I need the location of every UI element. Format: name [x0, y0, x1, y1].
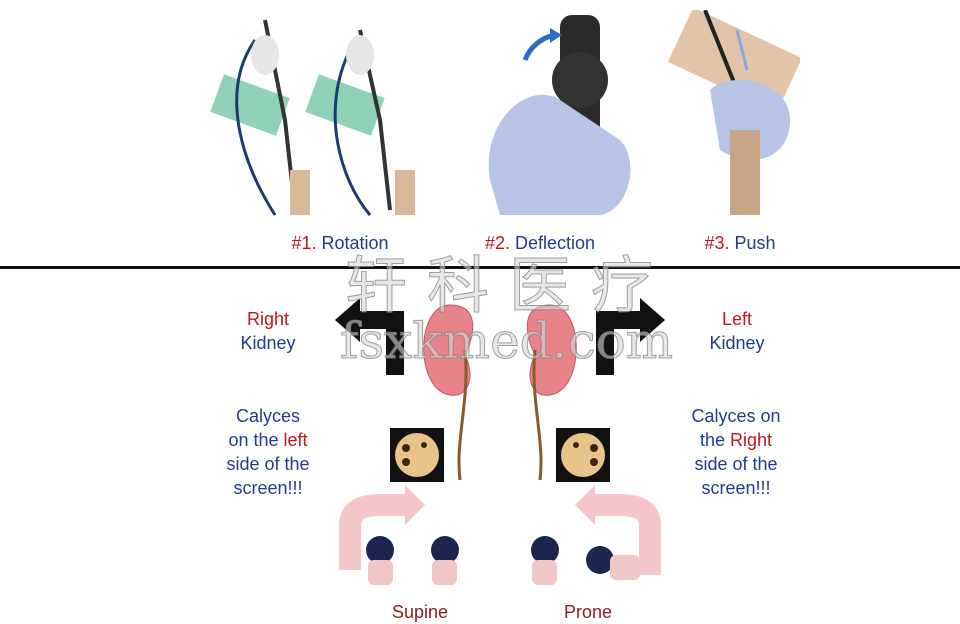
deflection-illustration — [488, 15, 631, 215]
kidney-orientation-illustration — [335, 298, 665, 585]
watermark-url: fsxkmed.com — [339, 312, 674, 371]
watermark-chinese: 轩科医疗 — [344, 249, 674, 323]
right-turn-arrow-icon — [596, 298, 665, 375]
left-endoscopic-view-icon — [390, 428, 444, 482]
supine-label: Supine — [391, 602, 449, 622]
step-rotation-label: #1. Rotation — [291, 233, 389, 253]
rotation-illustration — [210, 19, 415, 216]
step-push-label: #3. Push — [704, 233, 776, 253]
step-deflection-label: #2. Deflection — [484, 233, 596, 253]
left-turn-arrow-icon — [335, 298, 404, 375]
scope-maneuver-illustrations — [210, 10, 800, 216]
supine-rotation-icon — [339, 485, 459, 585]
right-kidney-icon — [423, 304, 474, 481]
push-illustration — [667, 10, 800, 215]
prone-rotation-icon — [531, 485, 661, 585]
right-endoscopic-view-icon — [556, 428, 610, 482]
section-divider — [0, 266, 960, 269]
left-kidney-icon — [526, 304, 577, 481]
prone-label: Prone — [563, 602, 613, 622]
